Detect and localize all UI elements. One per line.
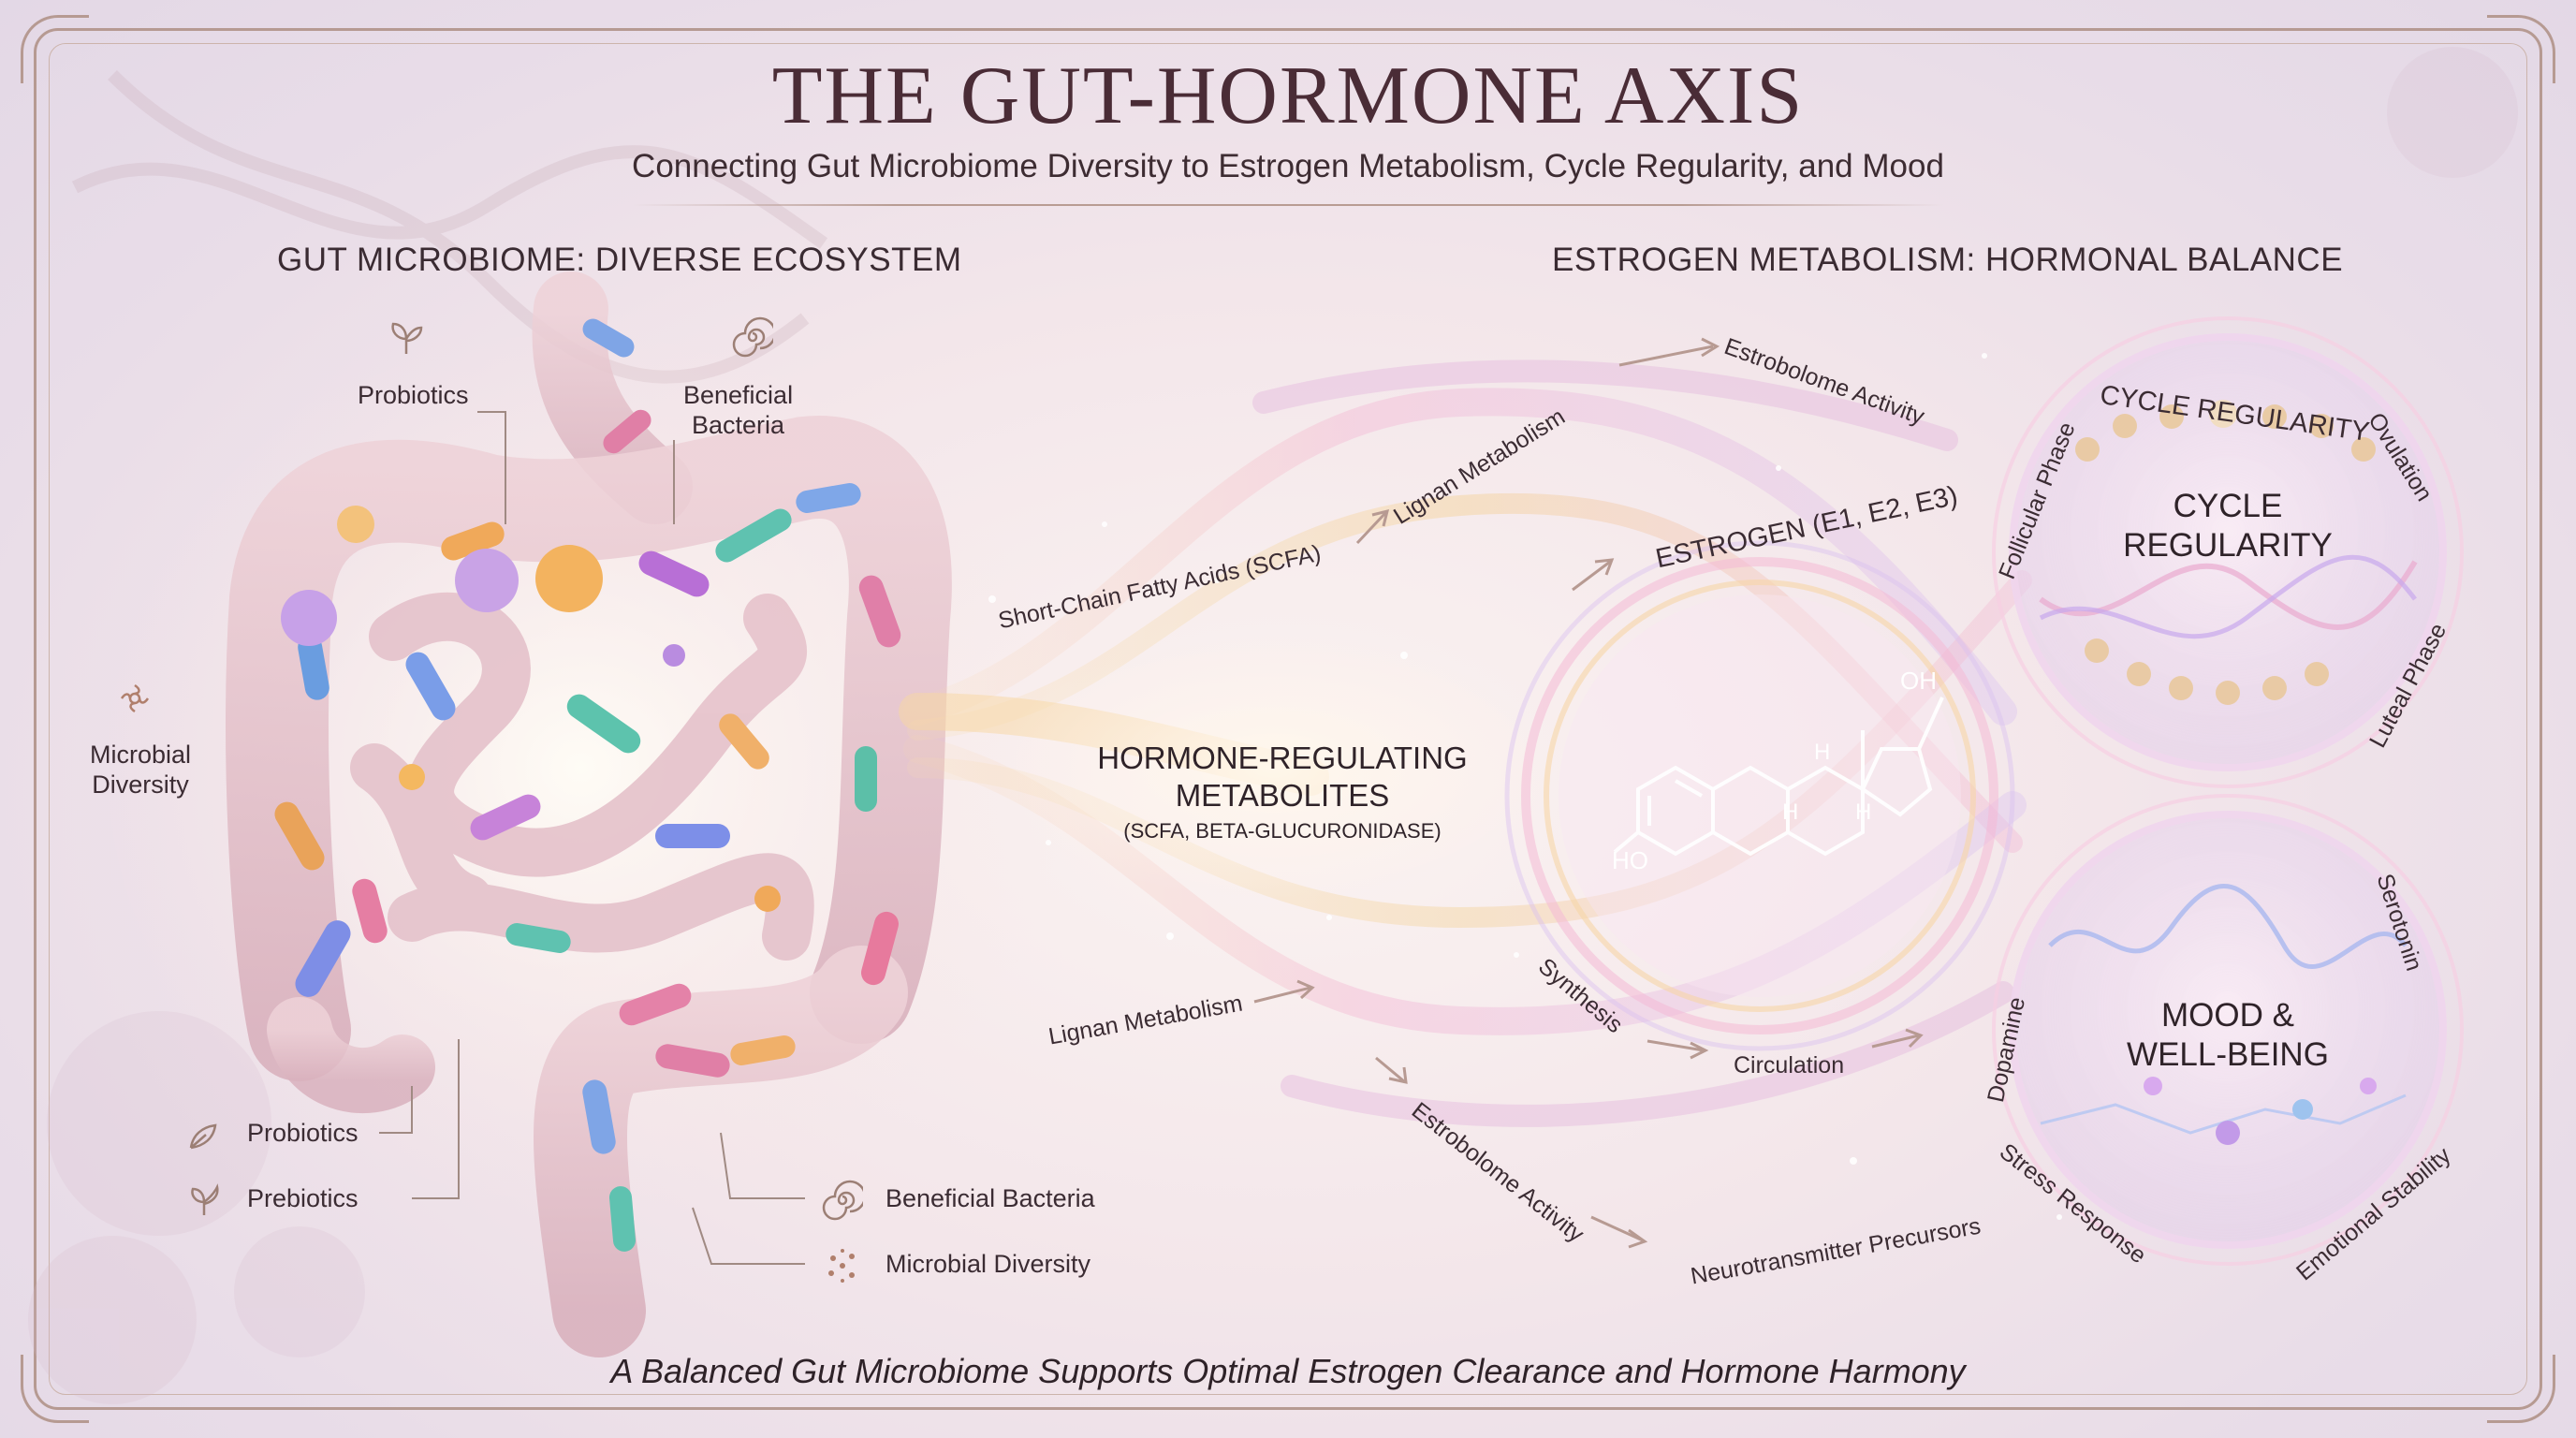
- frame-corner: [21, 15, 89, 83]
- label-beneficial-bacteria-bottom: Beneficial Bacteria: [886, 1184, 1095, 1212]
- metabolite-glow: [992, 637, 1554, 899]
- estradiol-molecule: [1613, 697, 1944, 857]
- sprout-icon: [183, 1178, 225, 1219]
- molecule-oh-top: OH: [1900, 667, 1937, 695]
- bacteria: [274, 318, 901, 1252]
- spiral-icon: [732, 316, 777, 358]
- sprout-icon: [386, 316, 427, 358]
- section-heading-estrogen: ESTROGEN METABOLISM: HORMONAL BALANCE: [1552, 242, 2344, 278]
- estrogen-ring: [1504, 540, 2015, 1051]
- label-microbial-diversity-bottom: Microbial Diversity: [886, 1250, 1091, 1278]
- background-cells: [28, 47, 2518, 1404]
- molecule-ho-left: HO: [1612, 846, 1648, 874]
- inner-frame: [49, 43, 2527, 1395]
- molecule-h-1: H: [1814, 740, 1831, 765]
- flower-swirl-icon: [114, 678, 155, 719]
- footer-caption: A Balanced Gut Microbiome Supports Optim…: [610, 1352, 1966, 1390]
- cycle-regularity-title: CYCLE REGULARITY: [2123, 488, 2333, 564]
- cycle-circle: [1992, 316, 2464, 788]
- mood-circle: [1992, 794, 2464, 1266]
- title-divider: [633, 204, 1943, 206]
- small-intestine: [350, 592, 814, 961]
- label-beneficial-bacteria-top: Beneficial Bacteria: [683, 381, 794, 440]
- pathway-arrows: [1253, 337, 1924, 1249]
- page-title: THE GUT-HORMONE AXIS: [771, 51, 1805, 141]
- colon: [226, 271, 952, 1357]
- molecule-h-2: H: [1782, 800, 1799, 825]
- metabolites-label: HORMONE-REGULATING METABOLITES (SCFA, BE…: [1048, 740, 1516, 844]
- molecule-h-3: H: [1855, 800, 1872, 825]
- dots-cluster-icon: [822, 1245, 863, 1286]
- moon-phases: [2075, 400, 2376, 705]
- page-subtitle: Connecting Gut Microbiome Diversity to E…: [632, 148, 1944, 184]
- metabolites-heading: HORMONE-REGULATING METABOLITES: [1097, 741, 1468, 813]
- spiral-icon: [822, 1180, 867, 1221]
- frame-corner: [2487, 15, 2555, 83]
- label-probiotics-top: Probiotics: [358, 381, 469, 409]
- outer-frame: [34, 28, 2542, 1410]
- label-circulation: Circulation: [1734, 1052, 1845, 1078]
- mood-wellbeing-title: MOOD & WELL-BEING: [2127, 997, 2329, 1073]
- sparkles: [988, 353, 2062, 1220]
- label-prebiotics: Prebiotics: [247, 1184, 359, 1212]
- sprout-icon: [183, 1112, 225, 1153]
- label-probiotics-bottom: Probiotics: [247, 1119, 359, 1147]
- metabolites-subtext: (SCFA, BETA-GLUCURONIDASE): [1123, 819, 1442, 844]
- leader-lines: [379, 411, 805, 1265]
- label-microbial-diversity-left: Microbial Diversity: [90, 741, 192, 800]
- frame-corner: [2487, 1355, 2555, 1423]
- section-heading-gut: GUT MICROBIOME: DIVERSE ECOSYSTEM: [277, 242, 962, 278]
- frame-corner: [21, 1355, 89, 1423]
